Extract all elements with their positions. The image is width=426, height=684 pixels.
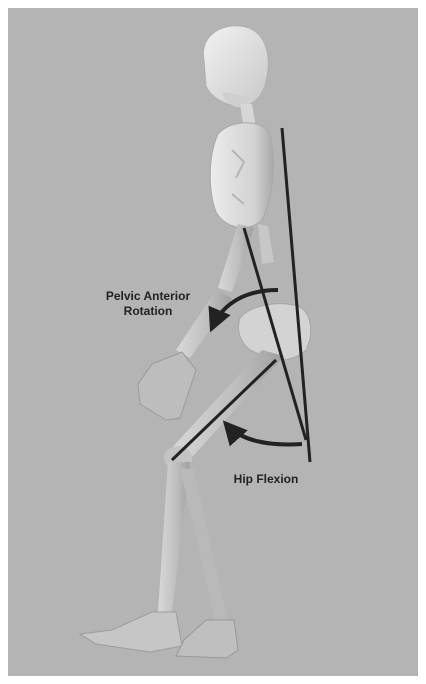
hip-flexion-label: Hip Flexion [234,472,299,486]
pelvic-rotation-label-line1: Pelvic Anterior [106,289,191,303]
pelvic-rotation-label-line2: Rotation [124,304,173,318]
ribcage [210,123,273,228]
